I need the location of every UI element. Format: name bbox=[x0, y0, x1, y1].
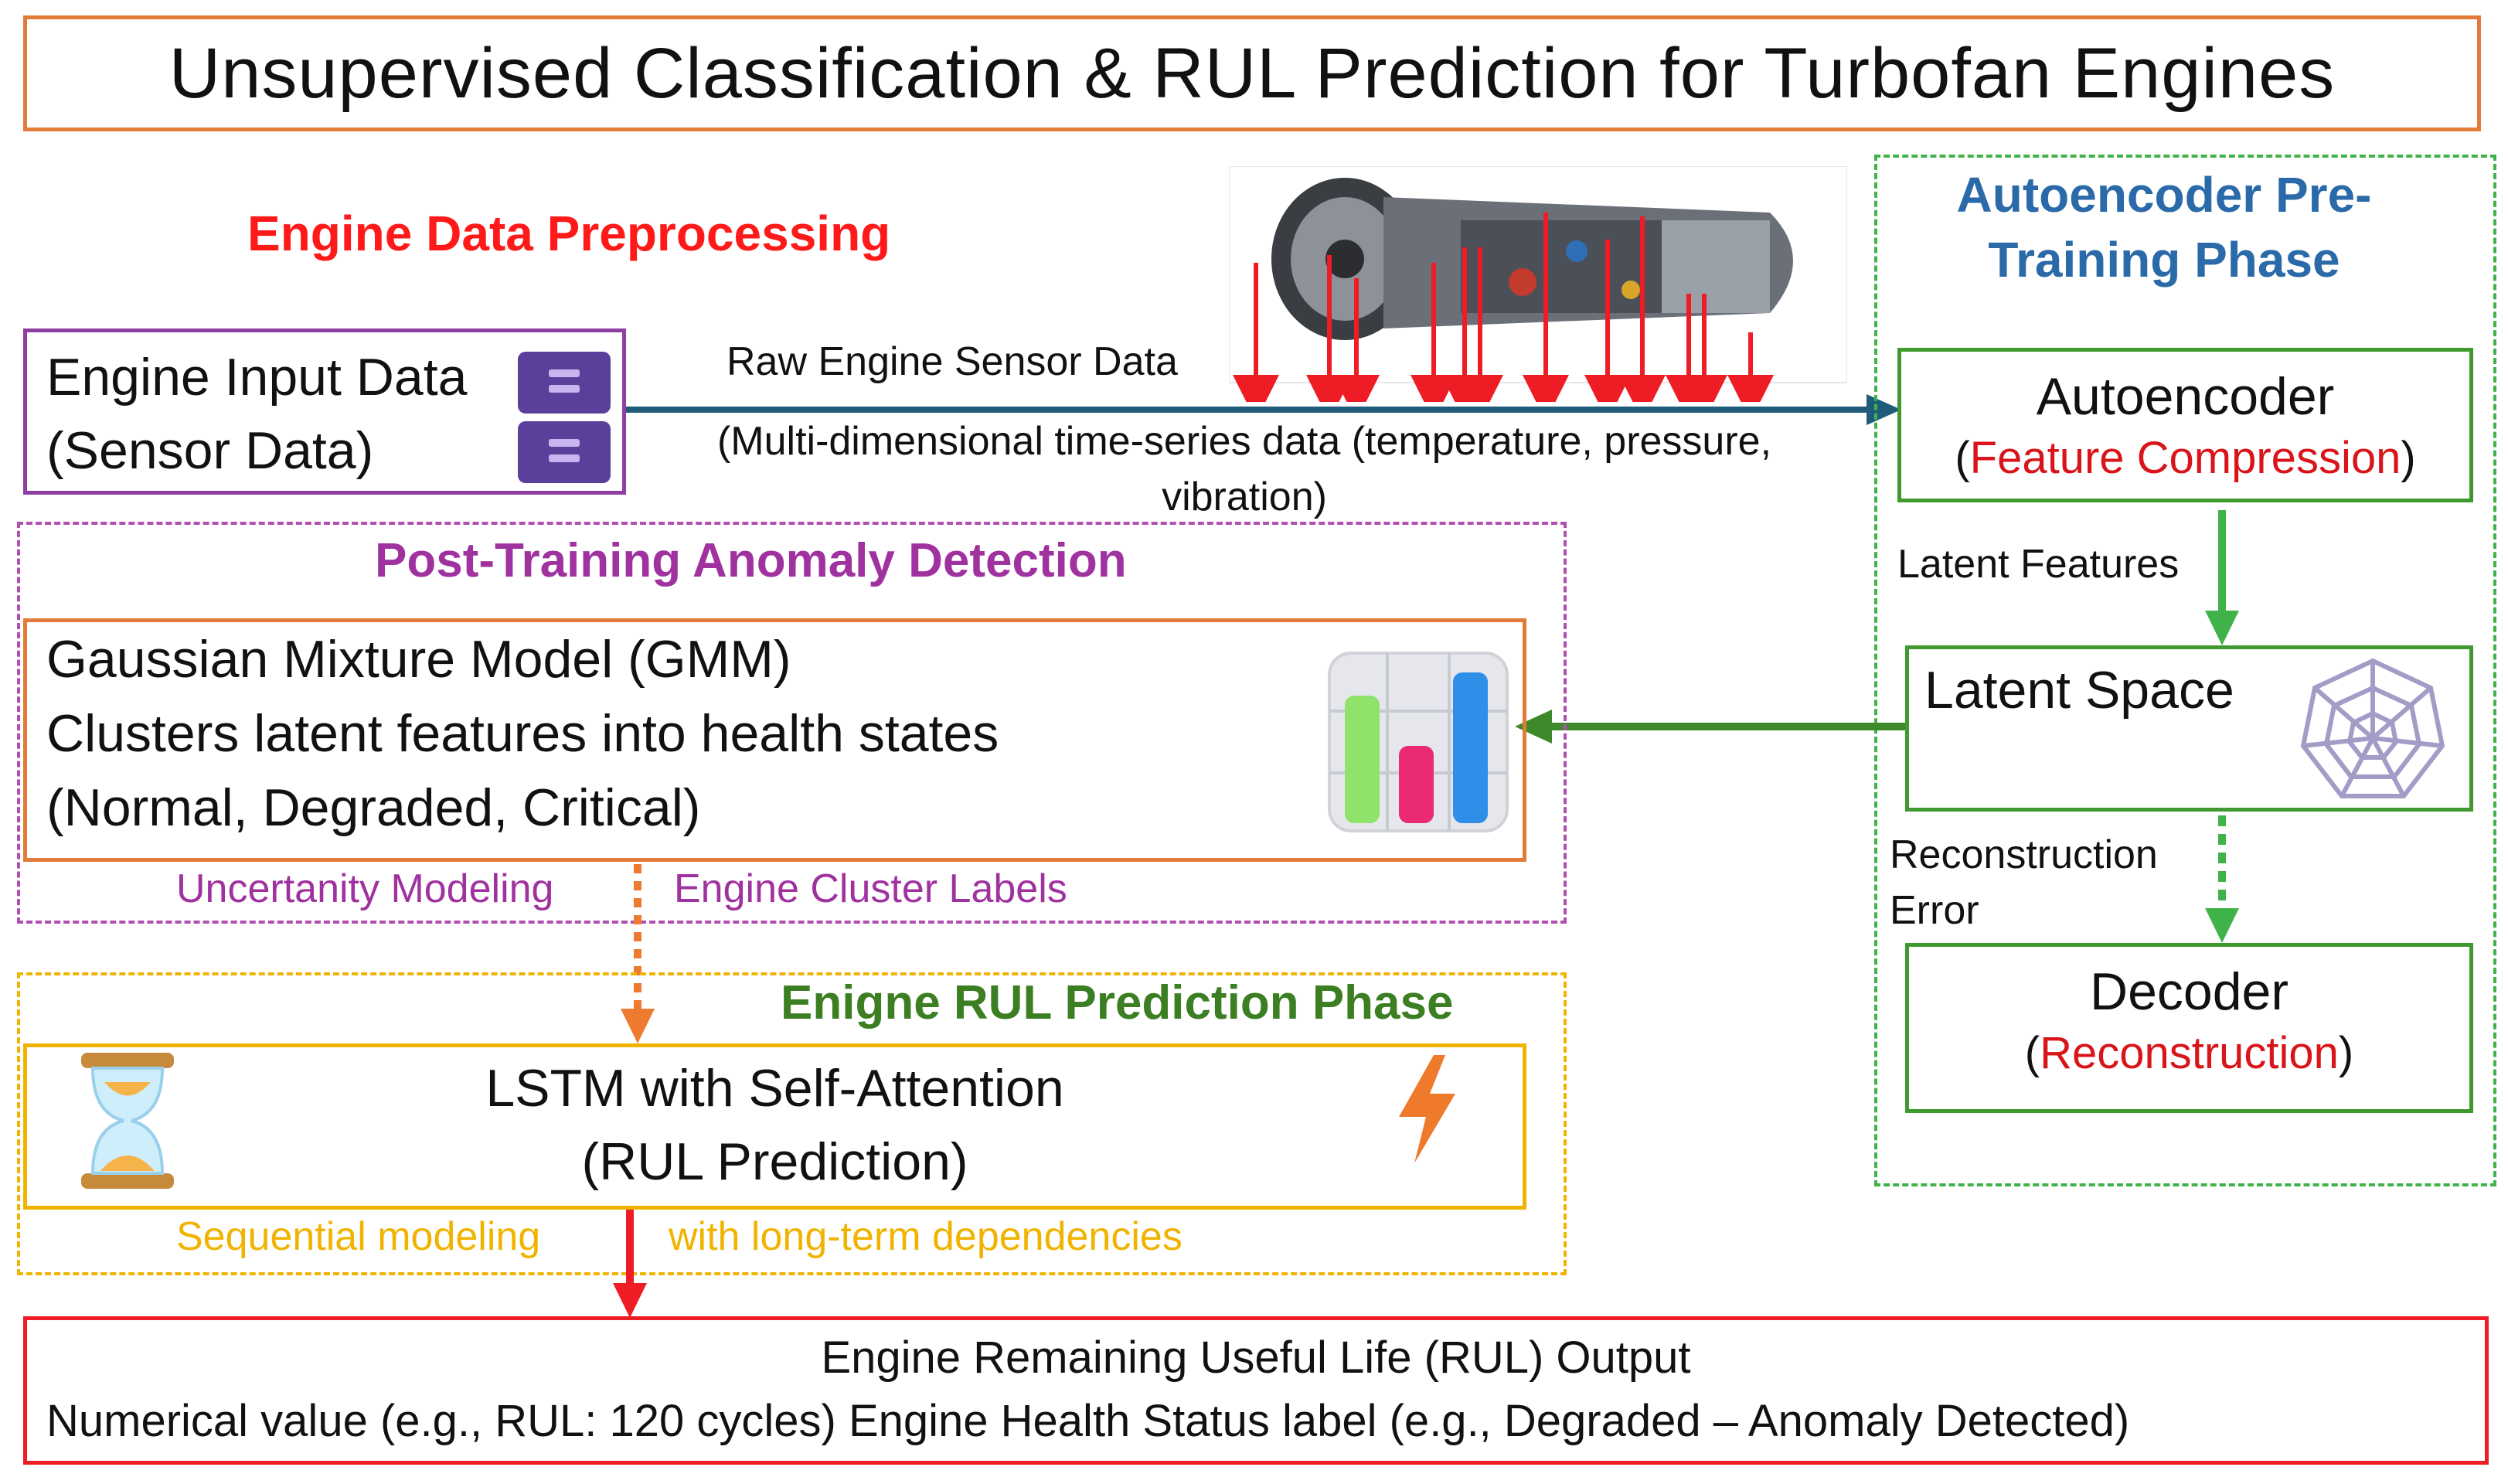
file-cabinet-icon bbox=[514, 348, 614, 491]
lstm-box: LSTM with Self-Attention (RUL Prediction… bbox=[23, 1043, 1526, 1210]
gmm-line3: (Normal, Degraded, Critical) bbox=[46, 778, 701, 837]
paren-close: ) bbox=[2338, 1028, 2354, 1078]
autoencoder-label: Autoencoder bbox=[2036, 367, 2335, 426]
engine-input-box: Engine Input Data (Sensor Data) bbox=[23, 328, 626, 495]
uncertainty-label: Uncertanity Modeling bbox=[176, 866, 554, 911]
decoder-box: Decoder (Reconstruction) bbox=[1905, 943, 2473, 1113]
paren-open: ( bbox=[1955, 433, 1970, 483]
anomaly-region bbox=[17, 522, 1567, 924]
raw-data-description: (Multi-dimensional time-series data (tem… bbox=[716, 419, 1772, 519]
gmm-line1: Gaussian Mixture Model (GMM) bbox=[46, 630, 791, 689]
lstm-line1: LSTM with Self-Attention bbox=[485, 1059, 1064, 1118]
sensor-arrows bbox=[1233, 213, 1774, 402]
raw-data-label: Raw Engine Sensor Data bbox=[727, 339, 1178, 384]
feature-compression-label: Feature Compression bbox=[1969, 433, 2401, 483]
latent-space-label: Latent Space bbox=[1924, 661, 2234, 720]
reconstruction-error-arrow bbox=[2205, 815, 2239, 943]
turbofan-engine-icon bbox=[1228, 165, 1848, 402]
preprocessing-heading: Engine Data Preprocessing bbox=[247, 206, 891, 261]
anomaly-heading: Post-Training Anomaly Detection bbox=[375, 534, 1127, 587]
paren-close: ) bbox=[2401, 433, 2416, 483]
engine-input-line1: Engine Input Data bbox=[46, 348, 468, 407]
engine-input-line2: (Sensor Data) bbox=[46, 421, 374, 480]
autoencoder-heading: Autoencoder Pre- Training Phase bbox=[1956, 167, 2372, 288]
decoder-label: Decoder bbox=[2089, 962, 2289, 1021]
reconstruction-error-label: Reconstruction Error bbox=[1890, 832, 2158, 933]
rul-region bbox=[17, 972, 1567, 1275]
lstm-to-output-arrow bbox=[613, 1210, 647, 1318]
autoencoder-box: Autoencoder (Feature Compression) bbox=[1897, 348, 2473, 502]
hourglass-icon bbox=[77, 1051, 178, 1194]
bar-chart-icon bbox=[1325, 649, 1511, 839]
gmm-box: Gaussian Mixture Model (GMM) Clusters la… bbox=[23, 618, 1526, 862]
latent-features-arrow bbox=[2205, 510, 2239, 645]
paren-open: ( bbox=[2024, 1028, 2040, 1078]
title-box: Unsupervised Classification & RUL Predic… bbox=[23, 15, 2481, 131]
sequential-modeling-label: Sequential modeling bbox=[176, 1214, 541, 1259]
autoencoder-region bbox=[1874, 155, 2496, 1186]
output-line1: Engine Remaining Useful Life (RUL) Outpu… bbox=[821, 1333, 1691, 1383]
decoder-sub: (Reconstruction) bbox=[1909, 1029, 2469, 1078]
rul-heading: Enigne RUL Prediction Phase bbox=[781, 976, 1454, 1030]
output-line2: Numerical value (e.g., RUL: 120 cycles) … bbox=[46, 1396, 2130, 1446]
latent-features-label: Latent Features bbox=[1897, 542, 2180, 587]
latent-to-gmm-arrow bbox=[1515, 710, 1905, 744]
lstm-line2: (RUL Prediction) bbox=[581, 1132, 968, 1191]
reconstruction-label: Reconstruction bbox=[2040, 1028, 2339, 1078]
gmm-to-lstm-arrow bbox=[621, 864, 655, 1043]
cluster-labels-label: Engine Cluster Labels bbox=[674, 866, 1067, 911]
lightning-icon bbox=[1387, 1051, 1465, 1171]
page-title: Unsupervised Classification & RUL Predic… bbox=[168, 33, 2336, 113]
long-term-label: with long-term dependencies bbox=[669, 1214, 1183, 1259]
spider-web-icon bbox=[2295, 653, 2450, 812]
latent-space-box: Latent Space bbox=[1905, 645, 2473, 812]
output-box: Engine Remaining Useful Life (RUL) Outpu… bbox=[23, 1316, 2489, 1465]
gmm-line2: Clusters latent features into health sta… bbox=[46, 704, 999, 763]
autoencoder-sub: (Feature Compression) bbox=[1901, 434, 2469, 483]
